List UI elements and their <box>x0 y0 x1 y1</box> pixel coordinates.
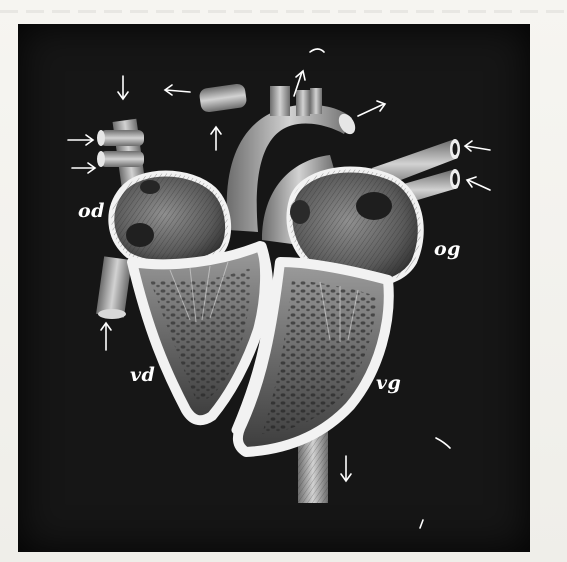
arrow-icon <box>465 141 490 151</box>
squiggle-mark <box>310 49 324 52</box>
arrow-icon <box>358 101 385 116</box>
arrow-icon <box>165 85 190 95</box>
label-right-ventricle: vd <box>130 364 155 386</box>
arrow-icon <box>72 163 95 173</box>
label-left-ventricle: vg <box>376 372 401 394</box>
arrow-icon <box>467 177 490 190</box>
arrow-icon <box>101 323 111 350</box>
vena-cava-inferior <box>96 256 132 319</box>
arrow-icon <box>68 135 93 145</box>
label-left-atrium: og <box>434 238 461 260</box>
arrow-icon <box>211 127 221 150</box>
arrow-icon <box>341 456 351 481</box>
right-atrium <box>111 174 228 265</box>
label-right-atrium: od <box>78 200 105 222</box>
squiggle-mark <box>436 438 450 448</box>
arrow-icon <box>118 76 128 99</box>
tick-mark <box>420 520 423 528</box>
